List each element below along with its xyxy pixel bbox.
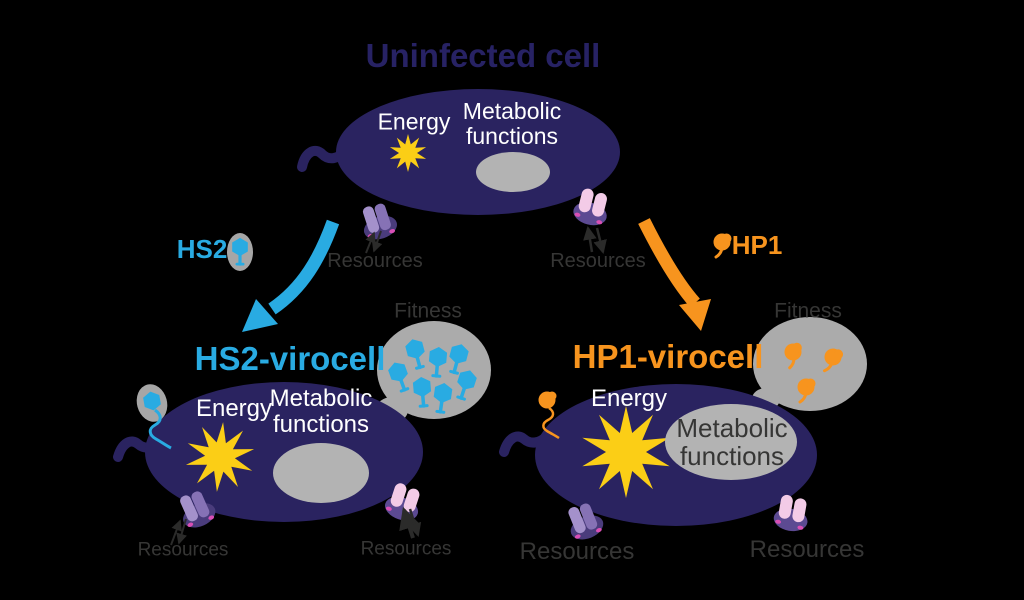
hp1-virocell-title: HP1-virocell <box>572 338 764 376</box>
hs2-virus-label: HS2 <box>176 233 228 264</box>
attached-phage-hp1 <box>538 391 560 440</box>
resources-label: Resources <box>137 539 229 561</box>
hp1-phage-icon <box>712 232 733 259</box>
metabolic-ellipse <box>476 152 550 192</box>
metabolic-functions-label: Metabolic functions <box>269 385 373 438</box>
metabolic-ellipse <box>273 443 369 503</box>
energy-star-icon <box>582 406 670 498</box>
resources-label: Resources <box>360 538 452 560</box>
hp1-virus-label: HP1 <box>731 229 783 260</box>
resource-arrows <box>170 506 422 546</box>
hs2-infection-arrow <box>227 219 340 332</box>
resources-label: Resources <box>327 250 423 273</box>
resources-label: Resources <box>519 538 635 566</box>
attached-phage-hs2 <box>136 384 172 450</box>
energy-star-icon <box>185 422 255 492</box>
metabolic-ellipse <box>665 404 797 480</box>
resources-label: Resources <box>749 536 865 564</box>
hs2-virocell-group <box>113 382 426 546</box>
hs2-virocell-title: HS2-virocell <box>194 340 386 378</box>
fitness-label: Fitness <box>394 299 462 323</box>
hp1-infection-arrow <box>638 218 733 331</box>
uninfected-cell-title: Uninfected cell <box>365 37 601 75</box>
resources-label: Resources <box>550 250 646 273</box>
hs2-fitness-bubble <box>376 321 491 423</box>
energy-label: Energy <box>377 108 451 135</box>
metabolic-functions-label: Metabolic functions <box>462 98 562 149</box>
metabolic-functions-label: Metabolic functions <box>676 412 788 471</box>
resource-arrows <box>365 225 607 255</box>
hp1-fitness-bubble <box>752 317 867 411</box>
energy-star-icon <box>389 134 427 172</box>
uninfected-cell-group <box>297 89 620 255</box>
hp1-virocell-group <box>499 384 817 544</box>
energy-label: Energy <box>195 395 273 423</box>
fitness-label: Fitness <box>774 299 842 323</box>
energy-label: Energy <box>590 385 668 413</box>
cell-body <box>336 89 620 215</box>
